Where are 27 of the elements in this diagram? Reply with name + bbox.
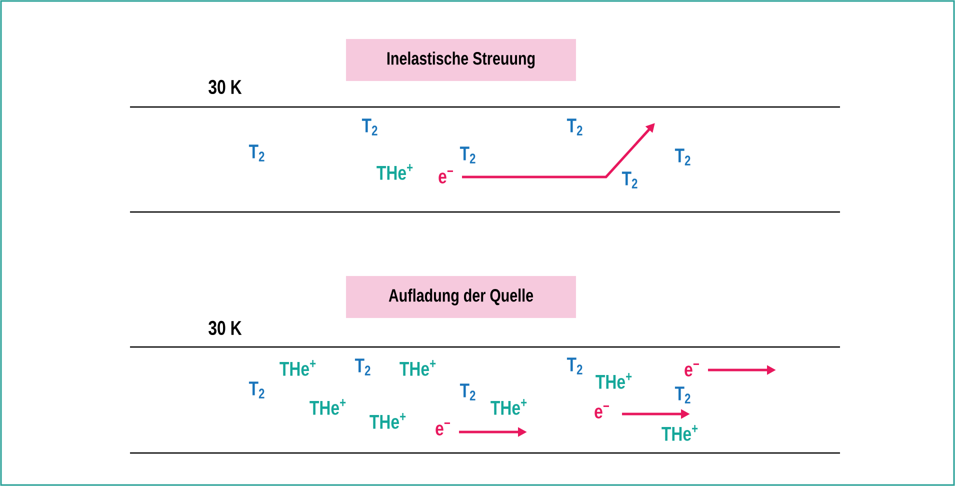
particle-label: T$_{2}$ <box>354 358 370 376</box>
heading-box: Inelastische Streuung <box>346 39 576 81</box>
particle-label: T$_{2}$ <box>248 382 264 398</box>
particle-label: THe$^{+}$ <box>310 399 346 415</box>
electron-label: e$^{−}$ <box>684 363 699 377</box>
temperature-label: 30 K <box>208 80 242 94</box>
particle-label: T$_{2}$ <box>362 118 378 136</box>
particle-label: T$_{2}$ <box>460 384 476 400</box>
particle-label: THe$^{+}$ <box>662 425 698 441</box>
particle-label: T$_{2}$ <box>566 358 582 374</box>
particle-label: T$_{2}$ <box>674 386 690 404</box>
particle-label: T$_{2}$ <box>248 144 264 162</box>
particle-label: THe$^{+}$ <box>370 413 406 429</box>
heading-box: Aufladung der Quelle <box>346 276 576 318</box>
particle-label: THe$^{+}$ <box>376 164 413 180</box>
electron-label: e$^{−}$ <box>594 405 609 419</box>
temperature-label: 30 K <box>208 320 242 336</box>
particle-label: T$_{2}$ <box>674 148 690 166</box>
electron-label: e$^{−}$ <box>438 170 453 184</box>
particle-label: THe$^{+}$ <box>490 399 527 415</box>
particle-label: THe$^{+}$ <box>400 360 436 376</box>
particle-label: THe$^{+}$ <box>596 373 632 389</box>
particle-label: THe$^{+}$ <box>280 360 316 376</box>
particle-label: T$_{2}$ <box>460 146 476 164</box>
electron-label: e$^{−}$ <box>436 422 450 436</box>
particle-label: T$_{2}$ <box>622 172 638 188</box>
particle-label: T$_{2}$ <box>566 118 582 136</box>
